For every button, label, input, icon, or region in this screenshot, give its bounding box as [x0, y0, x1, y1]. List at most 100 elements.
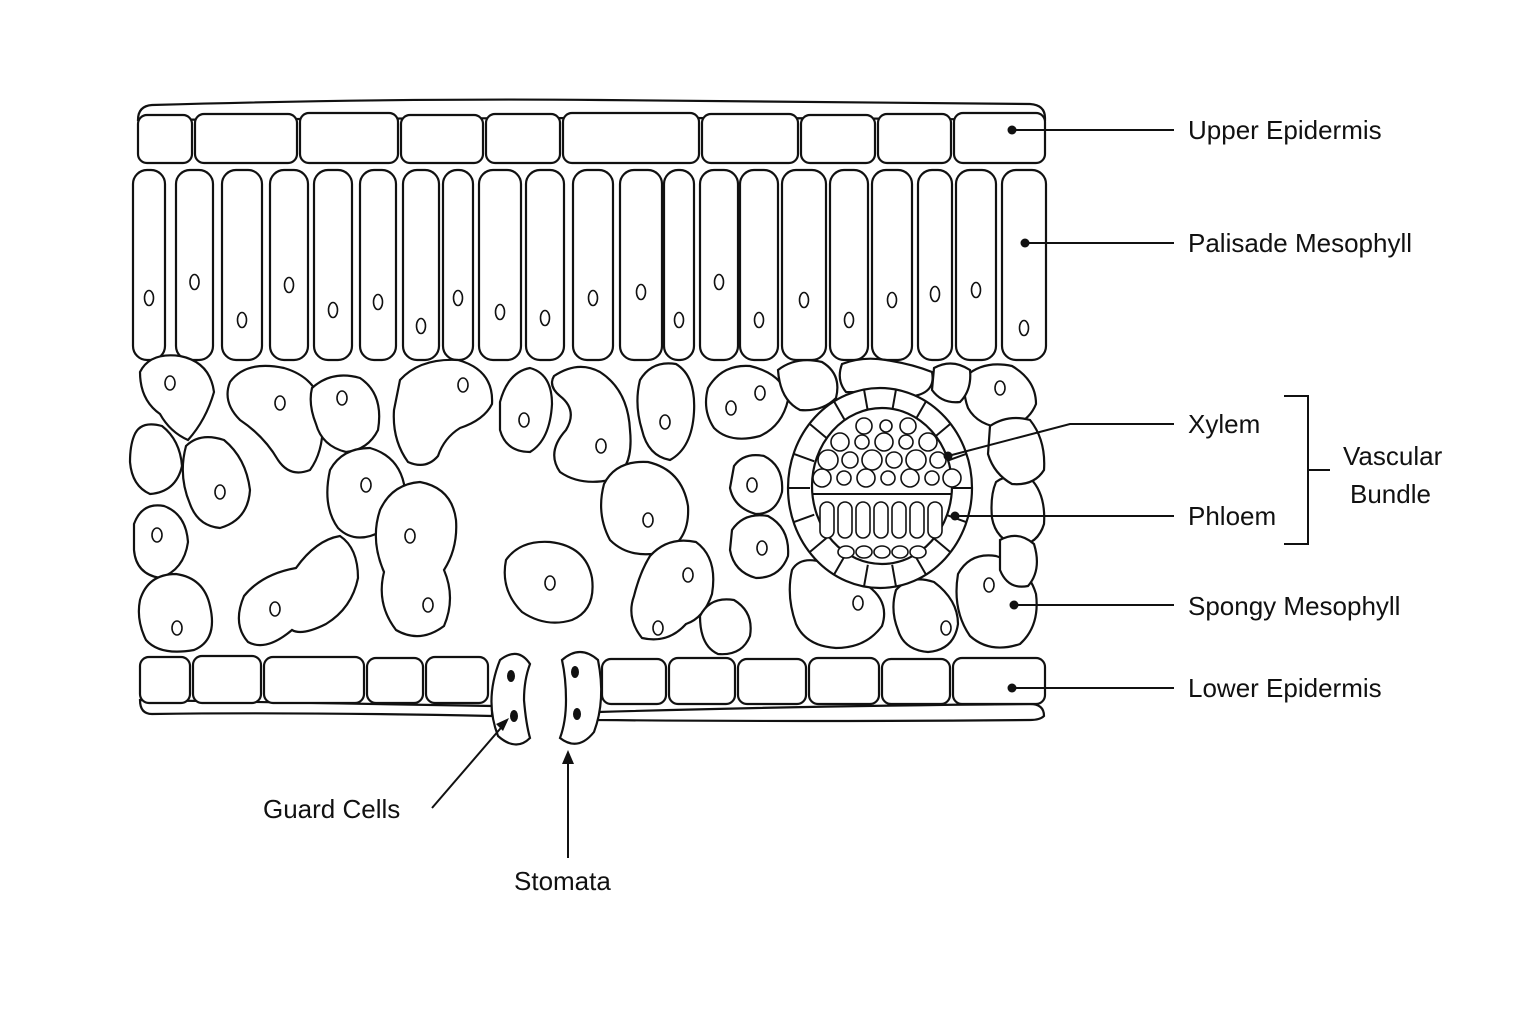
palisade-nucleus	[713, 273, 725, 291]
palisade-nucleus	[283, 276, 295, 294]
palisade-nucleus	[673, 311, 685, 329]
phloem-tube	[837, 501, 853, 539]
xylem-vessel	[929, 451, 947, 469]
xylem-vessels	[812, 417, 962, 488]
companion-cell	[891, 545, 909, 559]
palisade-nucleus	[1018, 319, 1030, 337]
companion-cell	[873, 545, 891, 559]
palisade-cell	[131, 168, 167, 362]
palisade-cell	[662, 168, 696, 362]
leader-lines	[431, 125, 1330, 858]
xylem-vessel	[880, 470, 896, 486]
palisade-cell	[220, 168, 264, 362]
phloem-tube	[927, 501, 943, 539]
palisade-cell	[571, 168, 615, 362]
xylem-vessel	[879, 419, 893, 433]
companion-cell	[909, 545, 927, 559]
palisade-cell	[828, 168, 870, 362]
label-vascular-bundle-line2: Bundle	[1350, 479, 1431, 509]
companion-cell	[855, 545, 873, 559]
upper-epidermis-layer	[136, 98, 1047, 165]
palisade-cell	[524, 168, 566, 362]
xylem-vessel	[900, 468, 920, 488]
label-lower-epidermis: Lower Epidermis	[1188, 673, 1382, 703]
xylem-vessel	[885, 451, 903, 469]
label-palisade-mesophyll: Palisade Mesophyll	[1188, 228, 1412, 258]
xylem-vessel	[905, 449, 927, 471]
vascular-bundle-bracket	[1284, 395, 1309, 545]
palisade-nucleus	[143, 289, 155, 307]
phloem-tube	[819, 501, 835, 539]
sheath-wall	[891, 564, 897, 587]
palisade-cell	[358, 168, 398, 362]
label-stomata: Stomata	[514, 866, 611, 896]
palisade-mesophyll-layer	[131, 168, 1048, 362]
palisade-cell	[738, 168, 780, 362]
phloem-cells	[819, 501, 943, 559]
label-phloem: Phloem	[1188, 501, 1276, 531]
palisade-nucleus	[372, 293, 384, 311]
palisade-cell	[174, 168, 215, 362]
palisade-cell	[401, 168, 441, 362]
palisade-cell	[916, 168, 954, 362]
label-upper-epidermis: Upper Epidermis	[1188, 115, 1382, 145]
labels: Upper Epidermis Palisade Mesophyll Xylem…	[263, 115, 1443, 896]
sheath-wall	[891, 389, 897, 412]
palisade-nucleus	[415, 317, 427, 335]
phloem-tube	[891, 501, 907, 539]
palisade-cell	[698, 168, 740, 362]
xylem-vessel	[924, 470, 940, 486]
palisade-nucleus	[327, 301, 339, 319]
sheath-wall	[932, 537, 952, 554]
palisade-cell	[268, 168, 310, 362]
palisade-nucleus	[753, 311, 765, 329]
palisade-nucleus	[189, 273, 200, 291]
palisade-nucleus	[452, 289, 464, 307]
palisade-nucleus	[539, 309, 551, 327]
palisade-cell	[441, 168, 475, 362]
sheath-wall	[808, 422, 828, 439]
xylem-vessel	[812, 468, 832, 488]
palisade-nucleus	[635, 283, 647, 301]
label-vascular-bundle-line1: Vascular	[1343, 441, 1443, 471]
xylem-vessel	[817, 449, 839, 471]
label-xylem: Xylem	[1188, 409, 1260, 439]
palisade-nucleus	[236, 311, 248, 329]
label-spongy-mesophyll: Spongy Mesophyll	[1188, 591, 1400, 621]
xylem-vessel	[861, 449, 883, 471]
palisade-cell	[312, 168, 354, 362]
xylem-vessel	[898, 434, 914, 450]
sheath-wall	[833, 555, 846, 576]
phloem-tube	[873, 501, 889, 539]
xylem-vessel	[942, 468, 962, 488]
xylem-vessel	[856, 468, 876, 488]
xylem-vessel	[874, 432, 894, 452]
guard-cell-right	[558, 650, 603, 745]
palisade-nucleus	[886, 291, 898, 309]
sheath-wall	[863, 389, 869, 412]
lower-epidermis-layer	[138, 654, 1047, 723]
sheath-wall	[808, 537, 828, 554]
xylem-vessel	[855, 417, 873, 435]
label-guard-cells: Guard Cells	[263, 794, 400, 824]
xylem-vessel	[836, 470, 852, 486]
palisade-nucleus	[843, 311, 855, 329]
palisade-cell	[1000, 168, 1048, 362]
palisade-nucleus	[587, 289, 599, 307]
spongy-mesophyll-layer	[128, 354, 1046, 656]
stoma-guard-cells	[490, 650, 603, 746]
xylem-vessel	[899, 417, 917, 435]
palisade-cell	[618, 168, 664, 362]
palisade-cell	[954, 168, 998, 362]
companion-cell	[837, 545, 855, 559]
palisade-cell	[780, 168, 828, 362]
xylem-vessel	[841, 451, 859, 469]
xylem-vessel	[918, 432, 938, 452]
sheath-wall	[793, 452, 815, 463]
palisade-nucleus	[798, 291, 810, 309]
palisade-cell	[870, 168, 914, 362]
xylem-vessel	[854, 434, 870, 450]
xylem-vessel	[830, 432, 850, 452]
